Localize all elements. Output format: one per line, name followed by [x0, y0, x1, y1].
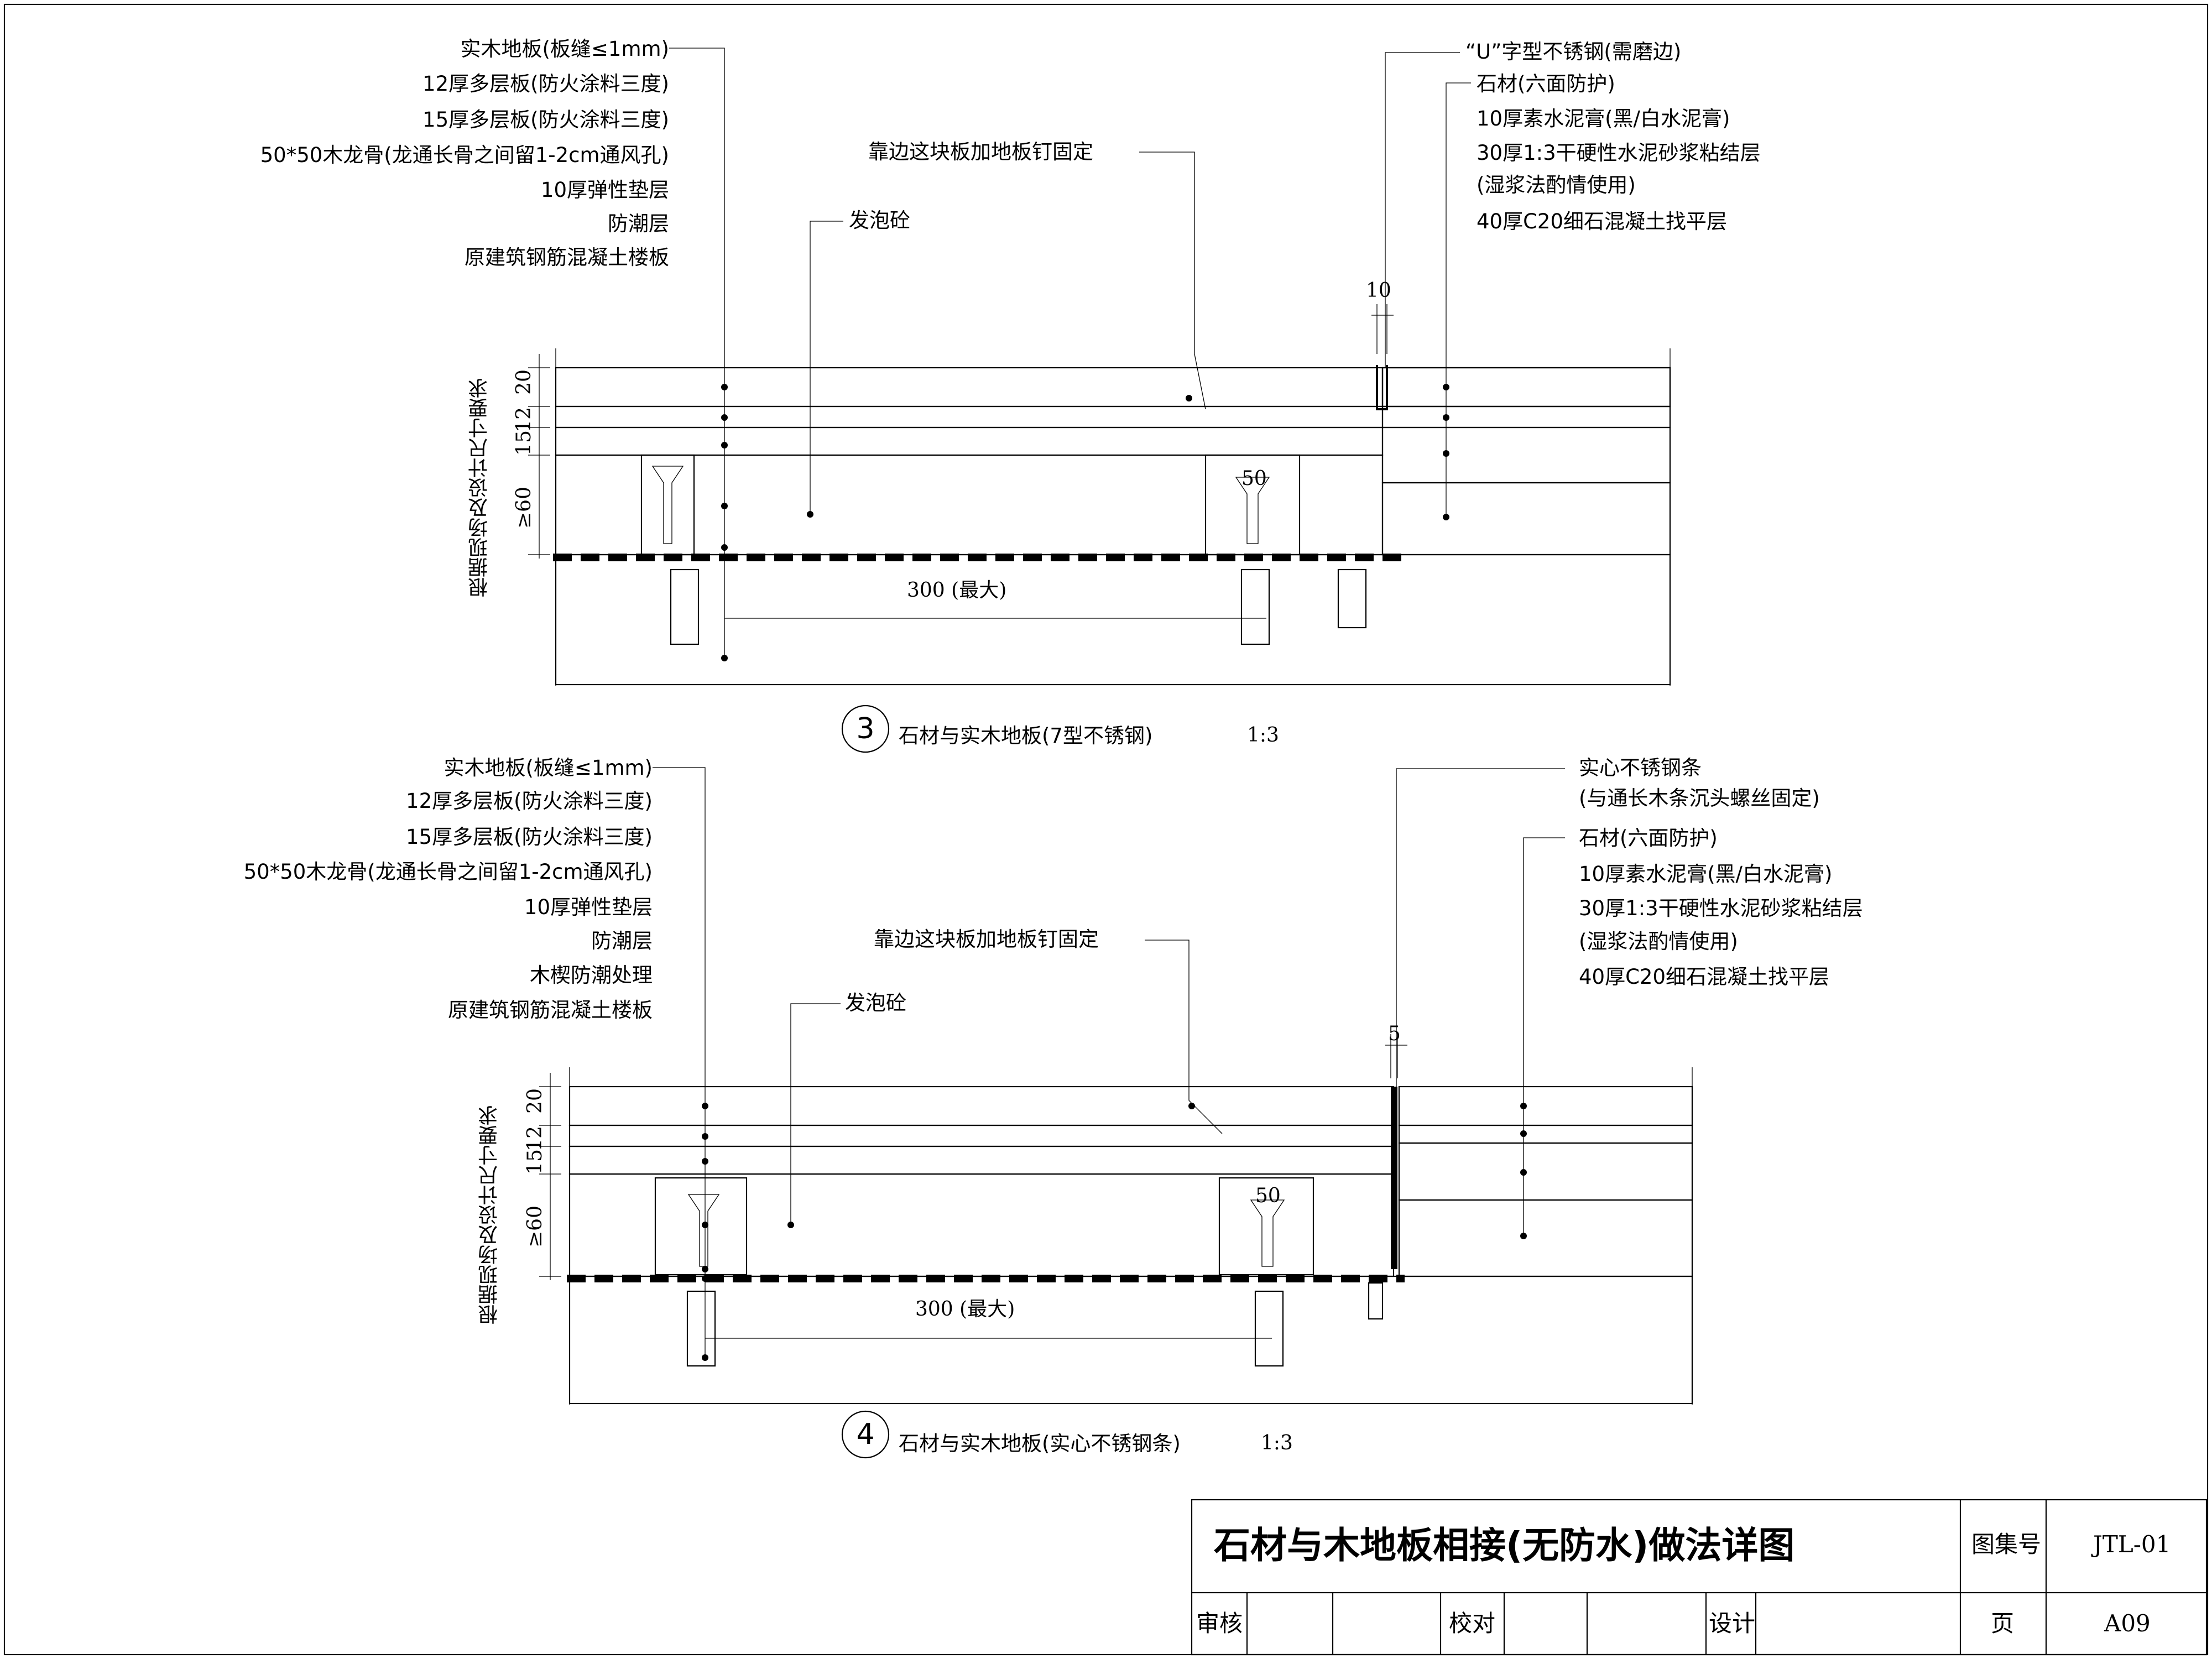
d3-fine-concrete	[1381, 482, 1671, 556]
d4-dim-span: 300 (最大)	[915, 1298, 1015, 1321]
d3-label-u-steel: “U”字型不锈钢(需磨边)	[1465, 40, 1682, 64]
d3-caption: 石材与实木地板(7型不锈钢)	[899, 724, 1153, 748]
d3-joist-1	[640, 454, 695, 556]
d3-label-dots	[721, 384, 728, 661]
d4-caption: 石材与实木地板(实心不锈钢条)	[899, 1432, 1181, 1455]
d4-dim-v-12: 12	[524, 1126, 546, 1151]
d3-dim-v-15: 15	[513, 430, 535, 456]
detail-3-section	[528, 48, 1671, 753]
d3-label-paste: 10厚素水泥膏(黑/白水泥膏)	[1477, 107, 1730, 131]
d3-label-ply12: 12厚多层板(防火涂料三度)	[422, 72, 669, 96]
design-label: 设计	[1709, 1610, 1756, 1637]
d3-label-slab: 原建筑钢筋混凝土楼板	[465, 246, 669, 269]
d3-solid-wood-floor	[555, 367, 1384, 408]
d4-dim-joist: 50	[1255, 1185, 1281, 1207]
d3-foam-note: 发泡砼	[849, 208, 910, 232]
review-label: 审核	[1196, 1610, 1243, 1637]
page-label: 页	[1991, 1610, 2015, 1637]
d3-dim-gap: 10	[1366, 279, 1391, 302]
d4-label-steel-bar: 实心不锈钢条	[1579, 756, 1702, 780]
d3-dim-joist: 50	[1241, 467, 1267, 490]
d3-cement-paste	[1381, 405, 1671, 429]
check-label: 校对	[1449, 1610, 1496, 1637]
d3-dim-v-60: ≥60	[513, 487, 535, 529]
d3-label-screed: 40厚C20细石混凝土找平层	[1477, 210, 1727, 233]
d4-label-dpc: 防潮层	[591, 929, 653, 953]
d4-foam-note: 发泡砼	[845, 991, 906, 1015]
atlas-number: JTL-01	[2093, 1531, 2171, 1558]
d3-dim-v-20: 20	[513, 369, 535, 395]
d4-solid-stainless-bar	[1391, 1087, 1397, 1269]
d4-dim-v-15: 15	[524, 1149, 546, 1175]
d3-vertical-note: 根据现场及设计尺寸要求	[468, 378, 491, 597]
d3-mortar-bed	[1381, 426, 1671, 484]
d4-nail-note: 靠边这块板加地板钉固定	[874, 927, 1099, 951]
d4-cement-paste	[1398, 1124, 1693, 1144]
d4-vertical-note: 根据现场及设计尺寸要求	[478, 1105, 501, 1324]
d4-fine-concrete	[1398, 1199, 1693, 1277]
d4-detail-number: 4	[856, 1418, 875, 1451]
d4-structural-slab	[568, 1275, 1693, 1405]
page-number: A09	[2104, 1610, 2151, 1637]
detail-4-section	[539, 767, 1693, 1459]
d4-label-mortar: 30厚1:3干硬性水泥砂浆粘结层	[1579, 896, 1863, 920]
d4-dim-gap: 5	[1388, 1022, 1401, 1045]
d3-plywood-12	[555, 405, 1384, 429]
sheet-title: 石材与木地板相接(无防水)做法详图	[1214, 1524, 1795, 1567]
d3-label-stone: 石材(六面防护)	[1477, 72, 1615, 96]
d3-scale: 1:3	[1247, 724, 1279, 747]
d3-stone	[1381, 367, 1671, 408]
d4-mortar-bed	[1398, 1142, 1693, 1201]
d4-scale: 1:3	[1261, 1432, 1293, 1454]
d3-label-wood-floor: 实木地板(板缝≤1mm)	[460, 37, 670, 61]
d4-solid-wood-floor	[568, 1086, 1395, 1126]
d3-u-stainless-steel	[1376, 365, 1388, 410]
d4-label-stone: 石材(六面防护)	[1579, 826, 1718, 850]
d3-detail-number: 3	[856, 712, 875, 745]
d4-joist-1	[654, 1177, 748, 1276]
sheet-border	[3, 3, 2209, 1656]
d3-label-mortar-note: (湿浆法酌情使用)	[1477, 173, 1636, 197]
d4-dim-v-60: ≥60	[524, 1206, 546, 1248]
d3-label-dpc: 防潮层	[608, 212, 669, 236]
d3-dim-v-12: 12	[513, 407, 535, 432]
d4-label-ply12: 12厚多层板(防火涂料三度)	[406, 789, 653, 813]
d4-label-wedge: 木楔防潮处理	[530, 963, 653, 987]
d4-label-paste: 10厚素水泥膏(黑/白水泥膏)	[1579, 862, 1833, 886]
d3-detail-number-circle	[841, 705, 890, 753]
d4-label-ply15: 15厚多层板(防火涂料三度)	[406, 825, 653, 849]
d3-plywood-15	[555, 426, 1384, 456]
d4-label-screed: 40厚C20细石混凝土找平层	[1579, 965, 1829, 989]
d4-label-wood-floor: 实木地板(板缝≤1mm)	[444, 756, 653, 780]
d4-dim-v-20: 20	[524, 1088, 546, 1114]
title-block	[1191, 1499, 2208, 1656]
d4-detail-number-circle	[841, 1410, 890, 1459]
d4-plywood-12	[568, 1124, 1395, 1147]
d4-stone	[1398, 1086, 1693, 1126]
d3-nail-note: 靠边这块板加地板钉固定	[868, 140, 1093, 164]
d3-label-mortar: 30厚1:3干硬性水泥砂浆粘结层	[1477, 141, 1761, 165]
atlas-label: 图集号	[1971, 1531, 2042, 1558]
d3-label-joist: 50*50木龙骨(龙通长骨之间留1-2cm通风孔)	[260, 143, 669, 167]
d3-structural-slab	[555, 554, 1671, 686]
d4-label-joist: 50*50木龙骨(龙通长骨之间留1-2cm通风孔)	[243, 860, 653, 884]
d3-dim-span: 300 (最大)	[907, 579, 1007, 602]
d4-label-slab: 原建筑钢筋混凝土楼板	[448, 998, 653, 1022]
d4-label-screw-note: (与通长木条沉头螺丝固定)	[1579, 786, 1820, 810]
d4-label-pad: 10厚弹性垫层	[524, 895, 653, 919]
d4-label-mortar-note: (湿浆法酌情使用)	[1579, 930, 1738, 953]
d3-label-pad: 10厚弹性垫层	[540, 178, 669, 202]
d4-plywood-15	[568, 1145, 1395, 1175]
d3-label-ply15: 15厚多层板(防火涂料三度)	[422, 108, 669, 132]
